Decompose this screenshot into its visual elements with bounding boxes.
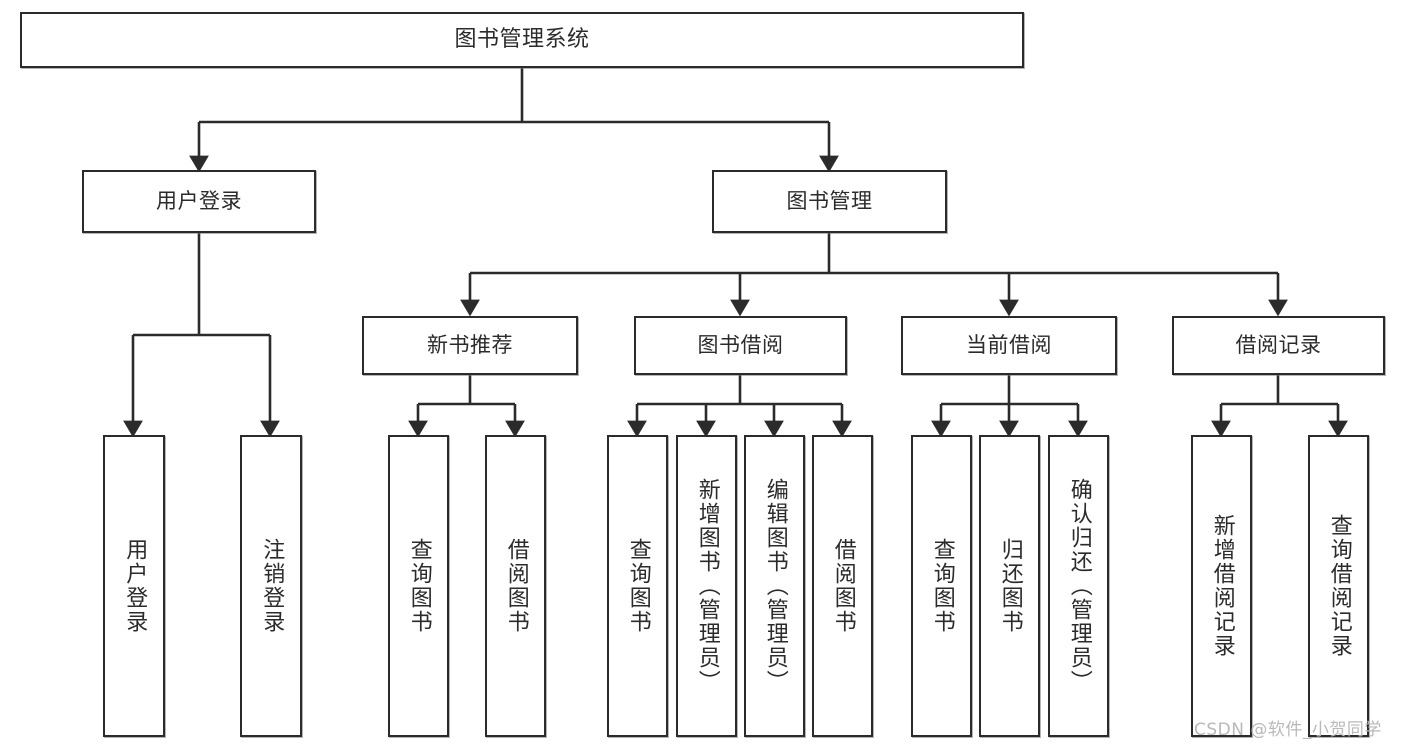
node-label: 用户登录 xyxy=(156,189,242,214)
node-label: 用户登录 xyxy=(122,538,148,634)
node-label: 图书借阅 xyxy=(697,333,784,358)
leaf-new-book-borrow-book[interactable]: 借阅图书 xyxy=(485,435,546,737)
node-root-book-management-system[interactable]: 图书管理系统 xyxy=(20,12,1024,68)
node-label: 新增借阅记录 xyxy=(1209,514,1235,658)
leaf-borrow-record-add-record[interactable]: 新增借阅记录 xyxy=(1191,435,1252,737)
leaf-book-borrow-edit-book-admin[interactable]: 编辑图书（管理员） xyxy=(744,435,805,737)
node-label: 编辑图书（管理员） xyxy=(762,478,788,694)
node-label: 图书管理系统 xyxy=(454,27,590,53)
node-label: 查询图书 xyxy=(406,538,432,634)
node-label: 借阅记录 xyxy=(1235,333,1322,358)
node-label: 借阅图书 xyxy=(503,538,529,634)
leaf-new-book-query-book[interactable]: 查询图书 xyxy=(388,435,449,737)
leaf-current-borrow-return-book[interactable]: 归还图书 xyxy=(979,435,1040,737)
node-label: 查询图书 xyxy=(625,538,651,634)
leaf-book-borrow-query-book[interactable]: 查询图书 xyxy=(607,435,668,737)
leaf-book-borrow-borrow-book[interactable]: 借阅图书 xyxy=(812,435,873,737)
node-label: 新增图书（管理员） xyxy=(694,478,720,694)
node-label: 查询借阅记录 xyxy=(1326,514,1352,658)
leaf-book-borrow-add-book-admin[interactable]: 新增图书（管理员） xyxy=(676,435,737,737)
csdn-watermark: CSDN @软件_小贺同学 xyxy=(1194,720,1382,740)
leaf-current-borrow-confirm-return-admin[interactable]: 确认归还（管理员） xyxy=(1048,435,1109,737)
leaf-user-login-login[interactable]: 用户登录 xyxy=(103,435,165,737)
node-label: 注销登录 xyxy=(259,538,285,634)
node-current-borrow[interactable]: 当前借阅 xyxy=(901,316,1117,375)
node-new-book-recommend[interactable]: 新书推荐 xyxy=(362,316,578,375)
node-user-login[interactable]: 用户登录 xyxy=(82,170,316,233)
node-label: 新书推荐 xyxy=(427,333,513,358)
node-book-management[interactable]: 图书管理 xyxy=(712,170,947,233)
node-label: 查询图书 xyxy=(929,538,955,634)
leaf-user-login-logout[interactable]: 注销登录 xyxy=(240,435,302,737)
node-borrow-record[interactable]: 借阅记录 xyxy=(1172,316,1385,375)
node-label: 归还图书 xyxy=(997,538,1023,634)
leaf-borrow-record-query-record[interactable]: 查询借阅记录 xyxy=(1308,435,1369,737)
node-label: 图书管理 xyxy=(786,189,873,214)
leaf-current-borrow-query-book[interactable]: 查询图书 xyxy=(911,435,972,737)
node-label: 借阅图书 xyxy=(830,538,856,634)
node-book-borrow[interactable]: 图书借阅 xyxy=(634,316,847,375)
node-label: 当前借阅 xyxy=(966,333,1052,358)
node-label: 确认归还（管理员） xyxy=(1066,478,1092,694)
